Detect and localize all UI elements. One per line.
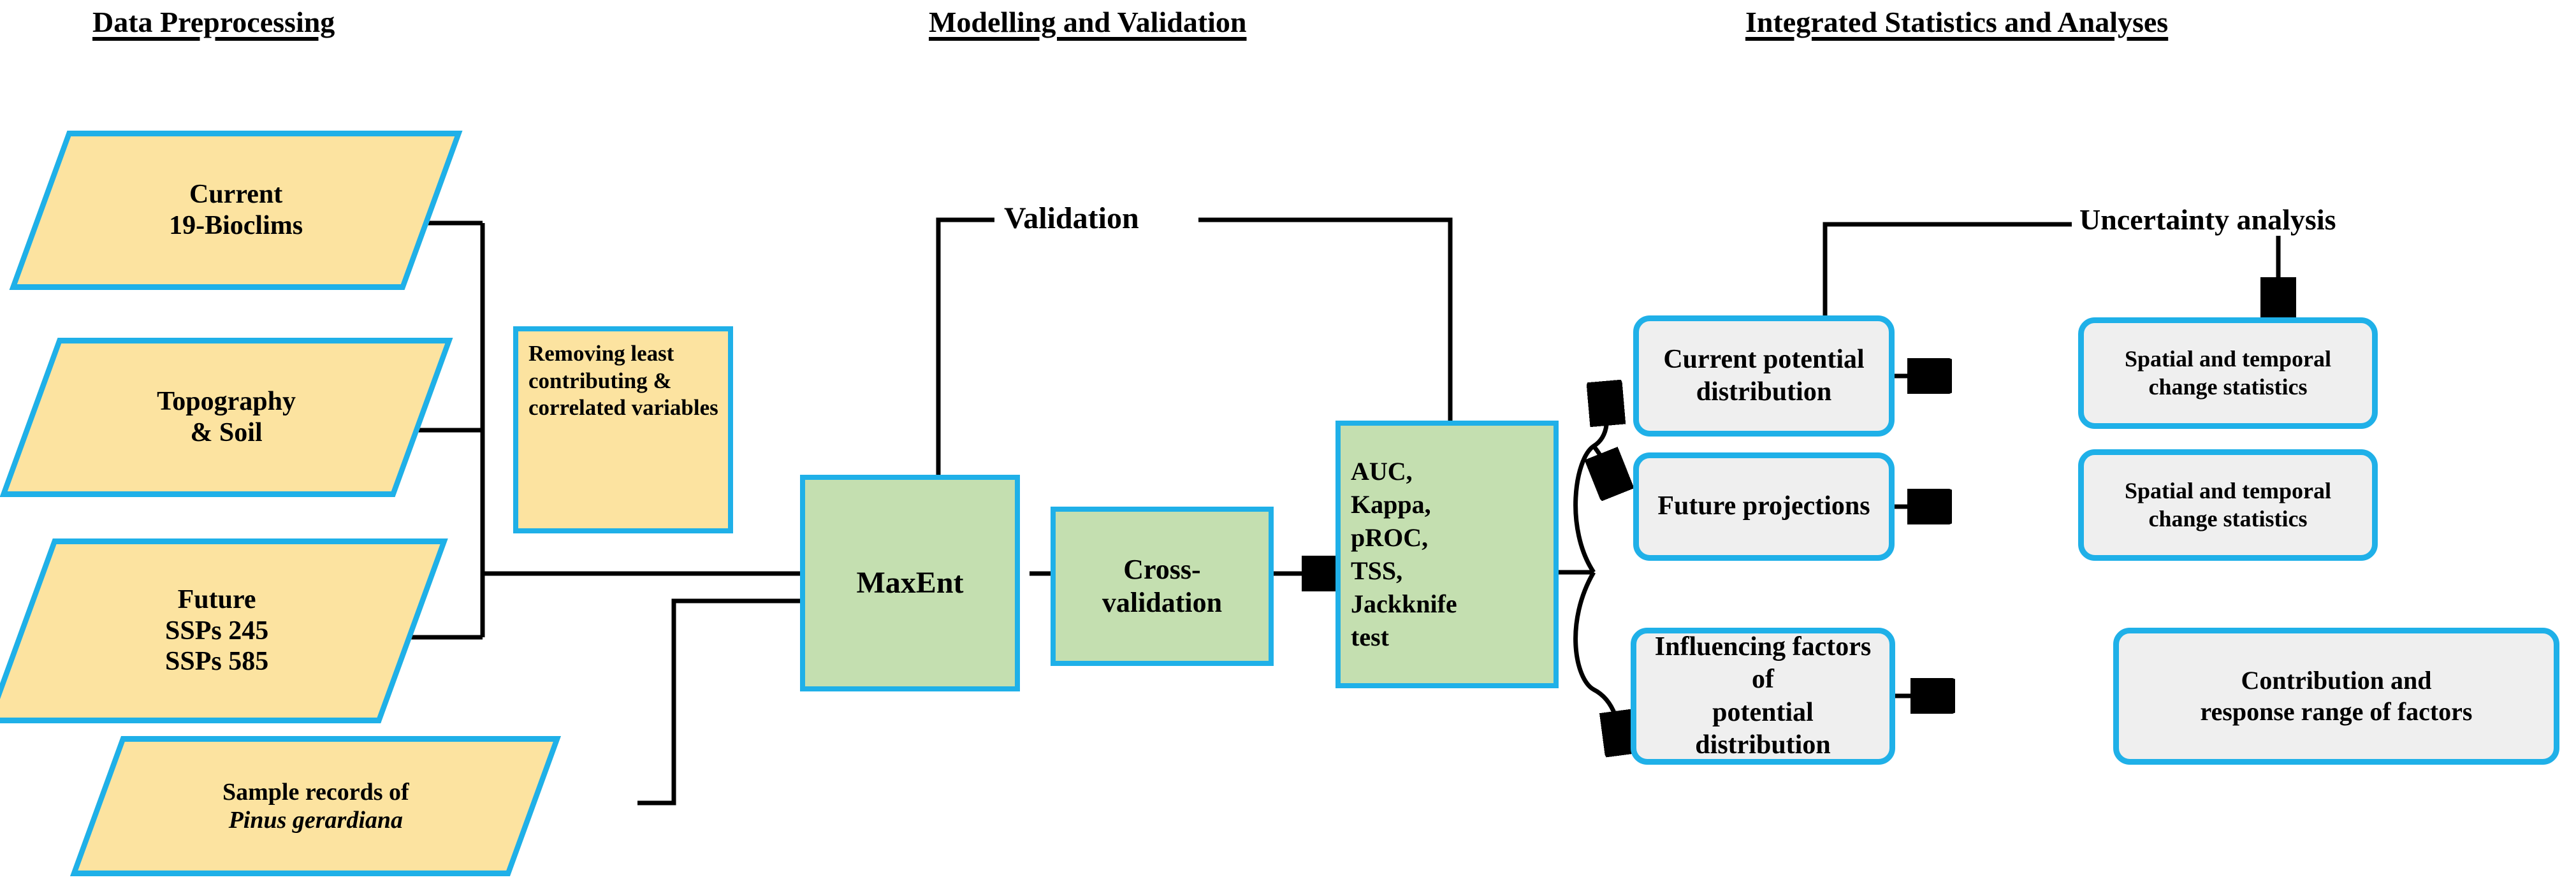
current-potential-text: Current potential distribution (1663, 343, 1864, 408)
process-box-cross-validation[interactable]: Cross- validation (1051, 507, 1274, 666)
cv-line-1: Cross- (1123, 554, 1201, 586)
metric-jackknife: Jackknife (1351, 589, 1457, 618)
section-title-data-preprocessing: Data Preprocessing (92, 6, 335, 38)
metric-kappa: Kappa, (1351, 490, 1431, 519)
input-node-sample-records[interactable]: Sample records of Pinus gerardiana (69, 736, 562, 876)
result-line-1: Spatial and temporal (2124, 345, 2332, 372)
species-name-italic: Pinus gerardiana (228, 807, 403, 834)
outcome-line-2: potential distribution (1695, 697, 1831, 760)
input-node-topography-soil-text: Topography & Soil (157, 386, 296, 448)
result-text: Contribution and response range of facto… (2201, 665, 2473, 728)
sample-records-label: Sample records of (222, 778, 409, 806)
wire-uncertainty-left (1823, 222, 2072, 315)
cross-validation-text: Cross- validation (1102, 553, 1222, 619)
maxent-label: MaxEnt (856, 565, 964, 600)
metric-tss: TSS, (1351, 556, 1403, 585)
result-box-contribution-response[interactable]: Contribution and response range of facto… (2113, 628, 2559, 765)
outcome-box-current-potential-distribution[interactable]: Current potential distribution (1633, 315, 1895, 437)
filter-box-removing-variables[interactable]: Removing least contributing & correlated… (513, 326, 733, 533)
input-node-current-bioclims[interactable]: Current 19-Bioclims (9, 131, 463, 290)
result-box-spatial-temporal-future[interactable]: Spatial and temporal change statistics (2078, 449, 2378, 561)
section-title-integrated-statistics: Integrated Statistics and Analyses (1745, 6, 2169, 38)
input-node-current-bioclims-text: Current 19-Bioclims (169, 179, 303, 241)
input-line-2: 19-Bioclims (169, 211, 303, 240)
outcome-box-influencing-factors[interactable]: Influencing factors of potential distrib… (1631, 628, 1895, 765)
section-title-modelling-validation: Modelling and Validation (929, 6, 1247, 38)
input-node-future-ssps[interactable]: Future SSPs 245 SSPs 585 (0, 538, 448, 723)
result-box-spatial-temporal-current[interactable]: Spatial and temporal change statistics (2078, 317, 2378, 429)
input-node-topography-soil[interactable]: Topography & Soil (0, 338, 453, 497)
outcome-line-2: distribution (1696, 377, 1832, 407)
result-line-2: change statistics (2148, 505, 2308, 531)
influencing-factors-text: Influencing factors of potential distrib… (1645, 631, 1881, 762)
input-line-1: Current (189, 180, 283, 210)
result-line-1: Spatial and temporal (2124, 477, 2332, 503)
future-projections-text: Future projections (1657, 491, 1870, 521)
outcome-line-1: Influencing factors of (1654, 632, 1872, 695)
filter-box-text: Removing least contributing & correlated… (528, 341, 718, 421)
input-line-1: Topography (157, 387, 296, 417)
metric-auc: AUC, (1351, 457, 1413, 486)
result-line-1: Contribution and (2241, 665, 2432, 695)
process-box-metrics[interactable]: AUC, Kappa, pROC, TSS, Jackknife test (1335, 421, 1559, 688)
metrics-text: AUC, Kappa, pROC, TSS, Jackknife test (1351, 455, 1457, 654)
input-line-3: SSPs 585 (164, 647, 269, 677)
outcome-line-1: Current potential (1663, 344, 1865, 374)
metric-proc: pROC, (1351, 523, 1429, 552)
result-line-2: response range of factors (2200, 697, 2473, 726)
cv-line-2: validation (1102, 587, 1223, 618)
wire-validation-right (1198, 217, 1453, 428)
input-line-1: Future (177, 584, 256, 614)
input-line-2: & Soil (190, 418, 263, 447)
input-node-sample-records-text: Sample records of Pinus gerardiana (222, 778, 409, 834)
result-text: Spatial and temporal change statistics (2125, 477, 2331, 533)
metric-test: test (1351, 623, 1389, 651)
result-line-2: change statistics (2148, 373, 2308, 400)
wire-metrics-to-influencing (1573, 571, 1622, 751)
validation-loop-label: Validation (1004, 201, 1139, 235)
uncertainty-analysis-label: Uncertainty analysis (2079, 203, 2336, 236)
process-box-maxent[interactable]: MaxEnt (800, 475, 1020, 691)
result-text: Spatial and temporal change statistics (2125, 345, 2331, 401)
input-line-2: SSPs 245 (164, 616, 269, 646)
input-node-future-ssps-text: Future SSPs 245 SSPs 585 (165, 584, 268, 677)
wire-metrics-to-current (1573, 386, 1607, 574)
outcome-box-future-projections[interactable]: Future projections (1633, 452, 1895, 561)
wire-metrics-to-future (1594, 444, 1616, 491)
